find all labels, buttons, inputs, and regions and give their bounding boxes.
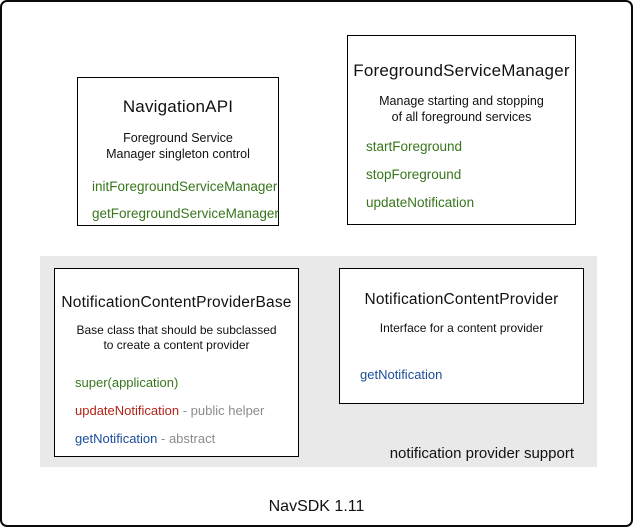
method-row: getNotification xyxy=(360,367,583,382)
class-description: Interface for a content provider xyxy=(340,321,583,336)
notification-provider-support-panel: NotificationContentProviderBase Base cla… xyxy=(40,256,597,467)
method-label: updateNotification xyxy=(366,195,475,210)
class-title: NotificationContentProviderBase xyxy=(61,294,292,311)
class-title: ForegroundServiceManager xyxy=(353,61,570,80)
class-title: NavigationAPI xyxy=(122,97,234,116)
method-list: super(application) updateNotification - … xyxy=(75,375,298,446)
method-label: super(application) xyxy=(75,374,179,390)
method-row: getNotification - abstract xyxy=(75,431,298,446)
description-line: of all foreground services xyxy=(391,110,532,124)
method-row: getForegroundServiceManager xyxy=(92,206,279,221)
method-list: startForeground stopForeground updateNot… xyxy=(366,139,575,210)
description-line: Base class that should be subclassed xyxy=(76,323,277,337)
method-label: getForegroundServiceManager xyxy=(92,206,279,221)
class-description: Foreground Service Manager singleton con… xyxy=(78,130,278,162)
method-label: getNotification xyxy=(75,430,158,446)
class-description: Manage starting and stopping of all fore… xyxy=(348,93,575,125)
class-description: Base class that should be subclassed to … xyxy=(55,323,298,354)
description-line: Foreground Service xyxy=(123,131,233,145)
method-label: startForeground xyxy=(366,139,463,154)
notification-content-provider-base-box: NotificationContentProviderBase Base cla… xyxy=(54,268,299,457)
navigation-api-box: NavigationAPI Foreground Service Manager… xyxy=(77,77,279,226)
method-label: initForegroundServiceManager xyxy=(92,179,278,194)
method-row: updateNotification - public helper xyxy=(75,403,298,418)
method-row: stopForeground xyxy=(366,167,575,182)
footer-label: NavSDK 1.11 xyxy=(268,498,365,515)
description-line: to create a content provider xyxy=(103,338,250,353)
method-row: startForeground xyxy=(366,139,575,154)
description-line: Manage starting and stopping xyxy=(379,94,544,108)
foreground-service-manager-box: ForegroundServiceManager Manage starting… xyxy=(347,35,576,225)
method-label: updateNotification xyxy=(75,402,180,418)
method-label: stopForeground xyxy=(366,167,462,182)
method-list: initForegroundServiceManager getForegrou… xyxy=(92,179,279,221)
method-annotation: - abstract xyxy=(161,430,216,446)
method-row: initForegroundServiceManager xyxy=(92,179,278,194)
method-annotation: - public helper xyxy=(182,402,265,418)
description-line: Interface for a content provider xyxy=(379,321,544,335)
method-label: getNotification xyxy=(360,367,443,383)
method-row: super(application) xyxy=(75,375,298,390)
method-row: updateNotification xyxy=(366,195,575,210)
panel-label: notification provider support xyxy=(389,445,574,462)
class-title: NotificationContentProvider xyxy=(364,291,559,308)
description-line: Manager singleton control xyxy=(106,147,250,161)
notification-content-provider-box: NotificationContentProvider Interface fo… xyxy=(339,268,584,404)
method-list: getNotification xyxy=(360,367,583,382)
